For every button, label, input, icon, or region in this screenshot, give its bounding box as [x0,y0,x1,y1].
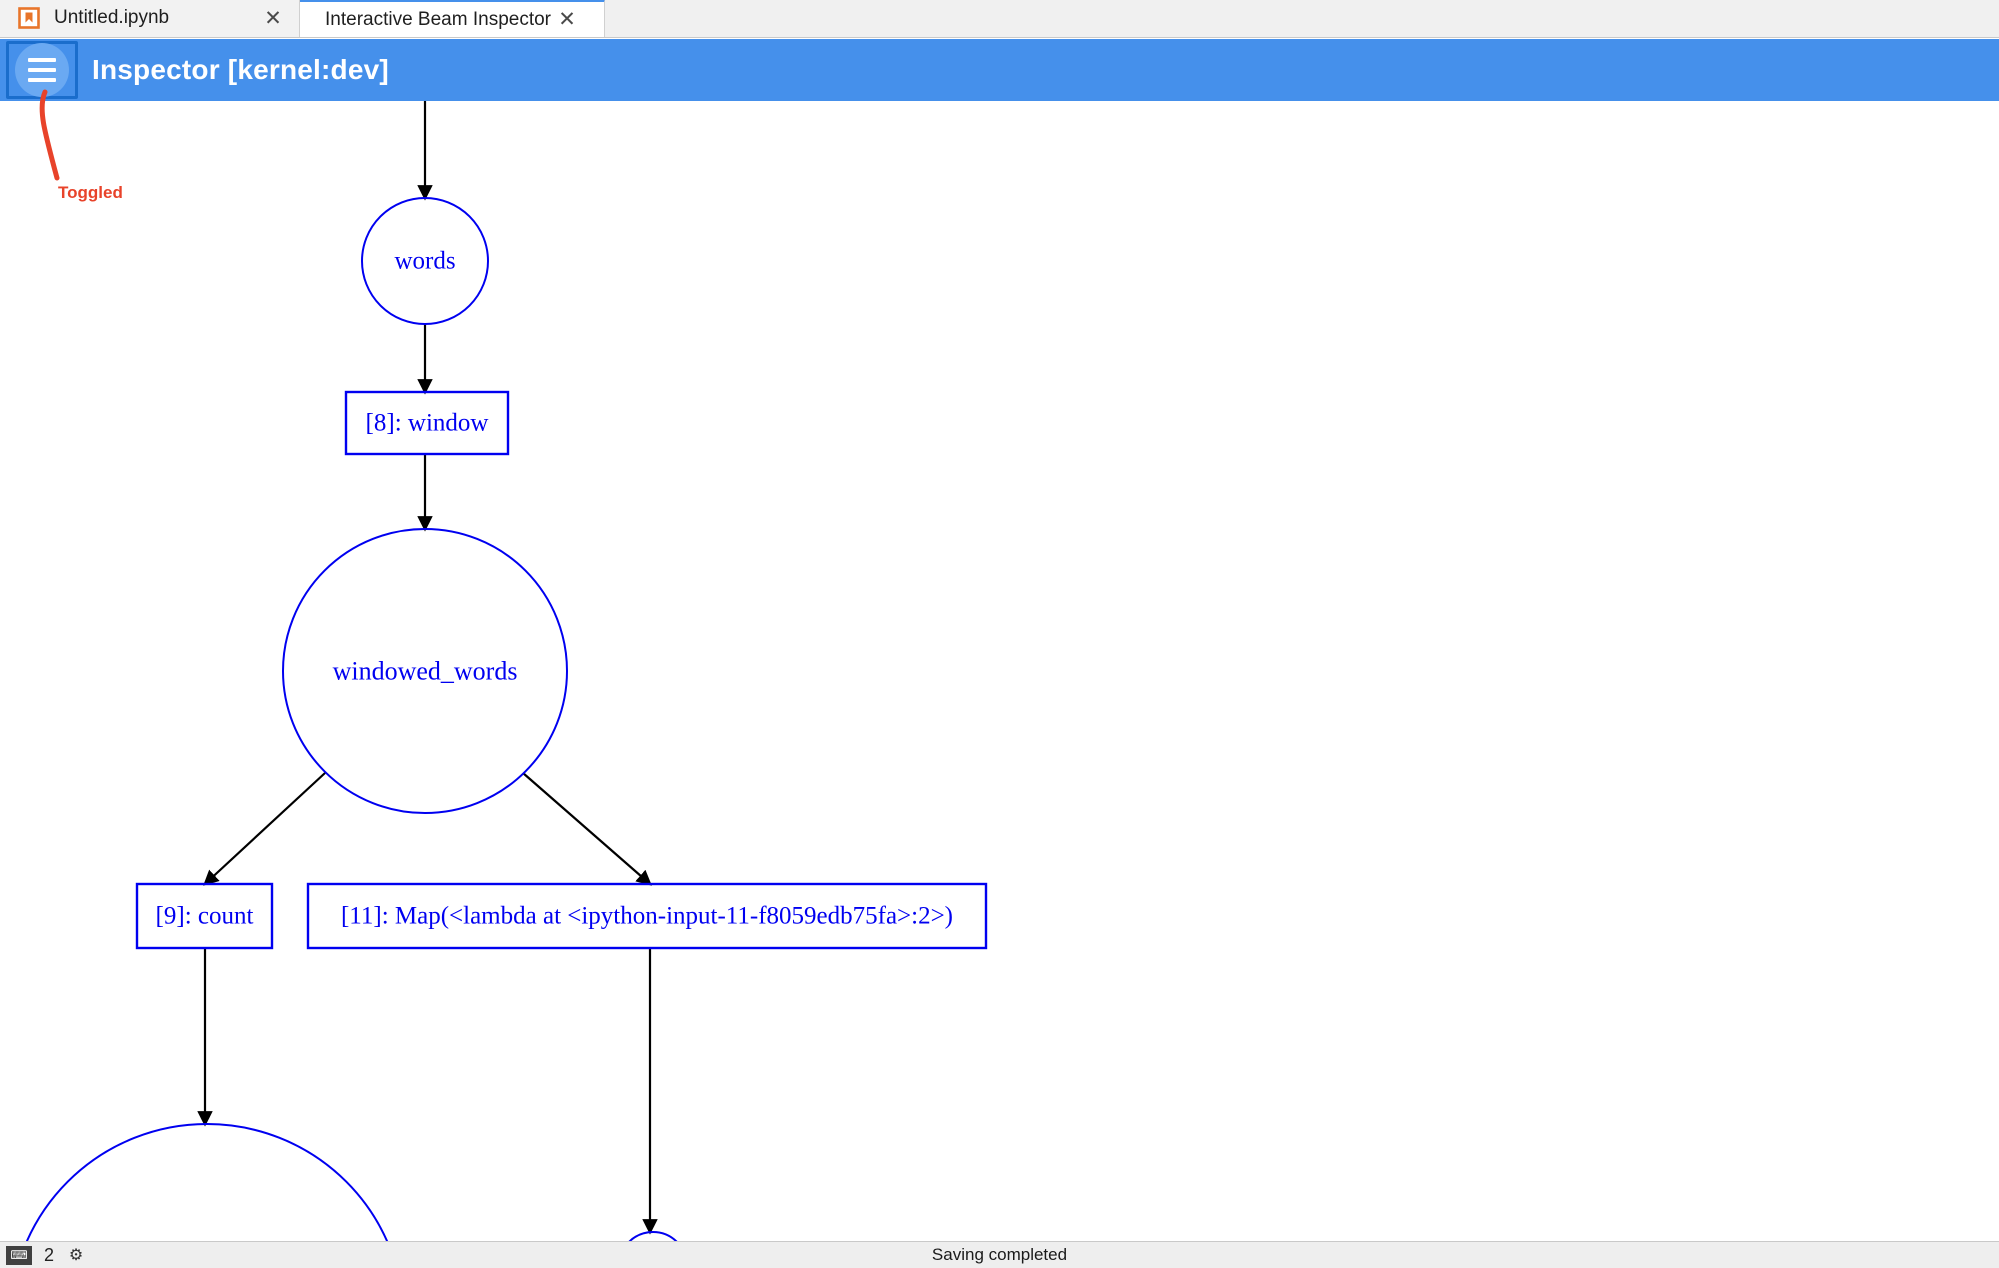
inspector-header: Inspector [kernel:dev] [0,39,1999,101]
chip-icon[interactable]: ⚙ [68,1247,84,1264]
node-label: [11]: Map(<lambda at <ipython-input-11-f… [341,903,953,930]
graph-edges [197,101,658,1235]
tab-bar: Untitled.ipynb ✕ Interactive Beam Inspec… [0,0,1999,38]
graph-edge [522,772,652,886]
page-title: Inspector [kernel:dev] [92,54,389,85]
close-icon[interactable]: ✕ [558,8,576,31]
hamburger-bar [28,58,56,62]
graph-node-windowed_words[interactable]: windowed_words [282,528,568,814]
node-label: [9]: count [156,903,254,930]
hamburger-menu-button[interactable] [6,41,78,99]
node-shape-rect [306,882,988,950]
node-shape-rect [344,390,510,456]
tab-label: Interactive Beam Inspector [325,8,551,30]
graph-node-window[interactable]: [8]: window [344,390,510,456]
hamburger-bar [28,68,56,72]
graph-edge [203,772,326,886]
node-shape-ellipse [25,1123,389,1241]
graph-node-words[interactable]: words [361,197,489,325]
node-label: [8]: window [366,410,489,437]
node-shape-ellipse [361,197,489,325]
graph-node-unnamed_small[interactable] [619,1231,687,1241]
status-left-group: ⌨ 2 ⚙ [0,1245,86,1266]
node-shape-ellipse [282,528,568,814]
hamburger-icon [15,43,69,97]
status-bar: ⌨ 2 ⚙ Saving completed [0,1241,1999,1268]
pipeline-graph: words [8]: window windowed_words [9]: count… [10,101,988,1241]
node-label: windowed_words [333,657,518,686]
kernel-count: 2 [44,1244,55,1265]
tab-label: Untitled.ipynb [54,7,170,28]
node-shape-rect [135,882,274,950]
graph-node-map_lambda[interactable]: [11]: Map(<lambda at <ipython-input-11-f… [306,882,988,950]
graph-node-count[interactable]: [9]: count [135,882,274,950]
tab-untitled-ipynb[interactable]: Untitled.ipynb ✕ [0,0,300,37]
annotation-label: Toggled [58,183,123,202]
hamburger-bar [28,78,56,82]
notebook-icon [18,7,40,29]
node-shape-ellipse [628,1231,678,1241]
close-icon[interactable]: ✕ [264,6,282,30]
node-label: words [394,248,455,275]
status-message: Saving completed [931,1245,1068,1264]
pipeline-graph-canvas[interactable]: words [8]: window windowed_words [9]: count… [0,101,1999,1241]
graph-nodes: words [8]: window windowed_words [9]: count… [10,197,988,1241]
graph-node-windowed_word_counts[interactable]: windowed_word_counts [10,1123,404,1241]
tab-interactive-beam-inspector[interactable]: Interactive Beam Inspector ✕ [300,0,605,37]
terminal-icon[interactable]: ⌨ [6,1245,32,1265]
